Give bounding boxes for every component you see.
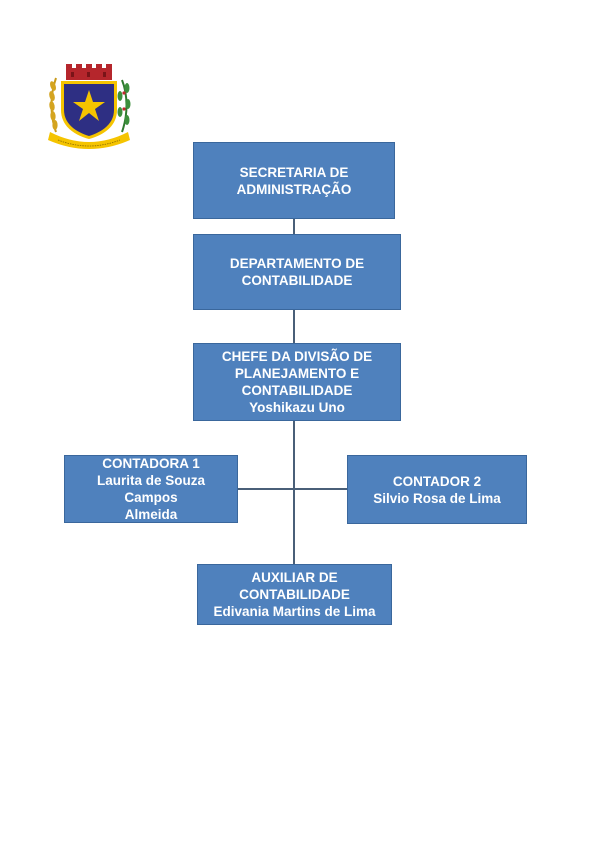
org-box-person-name: Laurita de Souza Campos <box>96 473 206 505</box>
org-box-person-name: Silvio Rosa de Lima <box>373 490 501 506</box>
org-box-auxiliar: AUXILIAR DE CONTABILIDADE Edivania Marti… <box>197 564 392 625</box>
star-icon <box>73 90 105 121</box>
org-box-person-name: Yoshikazu Uno <box>249 400 345 415</box>
org-box-contador2: CONTADOR 2 Silvio Rosa de Lima <box>347 455 527 524</box>
org-box-title: AUXILIAR DE <box>251 570 338 585</box>
shield-icon <box>61 81 117 139</box>
connector-secretaria-departamento <box>293 219 295 234</box>
org-box-contadora1: CONTADORA 1 Laurita de Souza Campos Alme… <box>64 455 238 523</box>
org-box-title: PLANEJAMENTO E <box>234 366 360 381</box>
org-box-title: CONTABILIDADE <box>239 587 350 602</box>
org-box-secretaria: SECRETARIA DE ADMINISTRAÇÃO <box>193 142 395 219</box>
org-box-title: CONTABILIDADE <box>241 383 353 398</box>
wheat-branch-icon <box>49 77 58 133</box>
org-box-person-name: Almeida <box>124 507 178 522</box>
org-box-title: CONTADOR 2 <box>392 473 482 489</box>
org-box-departamento: DEPARTAMENTO DE CONTABILIDADE <box>193 234 401 310</box>
org-box-title: CONTABILIDADE <box>241 273 353 288</box>
org-box-chefe: CHEFE DA DIVISÃO DE PLANEJAMENTO E CONTA… <box>193 343 401 421</box>
coffee-branch-icon <box>117 79 131 133</box>
org-box-title: DEPARTAMENTO DE <box>229 256 365 271</box>
org-box-title: CHEFE DA DIVISÃO DE <box>221 349 373 364</box>
ribbon-banner <box>48 132 130 149</box>
connector-departamento-chefe <box>293 310 295 343</box>
org-box-title: CONTADORA 1 <box>102 456 200 471</box>
connector-horizontal-contadores <box>238 488 348 490</box>
org-box-title: ADMINISTRAÇÃO <box>236 181 352 197</box>
coat-of-arms-logo <box>48 64 131 149</box>
connector-chefe-auxiliar <box>293 421 295 564</box>
org-box-person-name: Edivania Martins de Lima <box>213 604 376 619</box>
mural-crown-icon <box>66 64 112 80</box>
org-box-title: SECRETARIA DE <box>239 164 349 180</box>
